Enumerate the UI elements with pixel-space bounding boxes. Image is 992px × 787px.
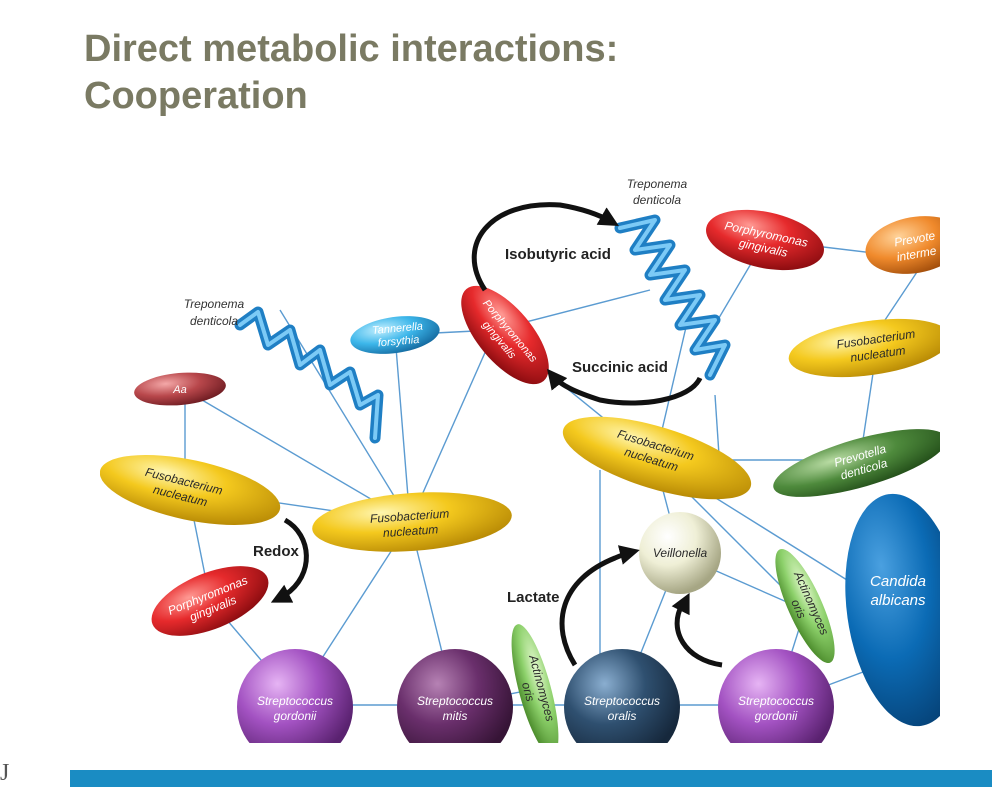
footer-bar [70,770,992,787]
veillonella-cell [639,512,721,594]
prevotella-denticola [773,429,940,497]
candida-label-1: Candida [870,573,926,590]
tannerella-label-1: Tannerella [372,321,424,337]
porphyromonas-gingivalis-left [151,566,269,636]
fusobacterium-nucleatum-center [312,492,512,552]
aa-cell [134,372,226,406]
sg-left-label-2: gordonii [274,709,317,723]
smitis-label-1: Streptococcus [417,694,493,708]
porphyromonas-gingivalis-center [461,285,549,385]
redox-label: Redox [253,543,300,560]
actino-left-label-2: oris [519,681,538,703]
porphyromonas-gingivalis-top-right [706,209,824,271]
corner-mark: J [0,760,10,786]
isobutyric-acid-label: Isobutyric acid [505,246,611,263]
fusobacterium-nucleatum-left [100,454,281,526]
td-top-label-1: Treponema [627,177,688,191]
fusobacterium-nucleatum-mid-right [562,416,752,500]
td-left-label-1: Treponema [184,297,245,311]
streptococcus-mitis [397,649,513,743]
prevotella-intermedia-label-2: interme [896,243,938,264]
candida-albicans [845,493,940,727]
actinomyces-oris-left [511,624,559,743]
td-top-label-2: denticola [633,193,681,207]
candida-label-2: albicans [870,592,926,609]
sg-right-label-1: Streptococcus [738,694,814,708]
lactate-label: Lactate [507,589,560,606]
aa-label: Aa [172,384,186,396]
smitis-label-2: mitis [443,709,468,723]
slide-title: Direct metabolic interactions: Cooperati… [84,26,618,120]
prevotella-intermedia [865,216,940,274]
fn-center-label-2: nucleatum [383,522,439,540]
title-line-1: Direct metabolic interactions: [84,28,619,70]
tannerella-forsythia [350,316,440,354]
streptococcus-oralis [564,649,680,743]
tannerella-label-2: forsythia [377,334,419,350]
veillonella-return-arrow [671,592,723,668]
actinomyces-oris-right [775,548,835,664]
redox-arrow [270,517,309,603]
sg-right-label-2: gordonii [755,709,798,723]
succinic-acid-label: Succinic acid [572,359,668,376]
soralis-label-2: oralis [608,709,637,723]
streptococcus-gordonii-right [718,649,834,743]
sg-left-label-1: Streptococcus [257,694,333,708]
soralis-label-1: Streptococcus [584,694,660,708]
veillonella-label: Veillonella [653,546,708,560]
fusobacterium-nucleatum-right [788,318,940,378]
lactate-arrow [559,545,640,667]
td-left-label-2: denticola [190,314,238,328]
succinic-acid-arrow [546,368,703,406]
streptococcus-gordonii-left [237,649,353,743]
isobutyric-acid-arrow [471,202,619,292]
fn-center-label-1: Fusobacterium [370,506,450,526]
title-line-2: Cooperation [84,75,308,117]
